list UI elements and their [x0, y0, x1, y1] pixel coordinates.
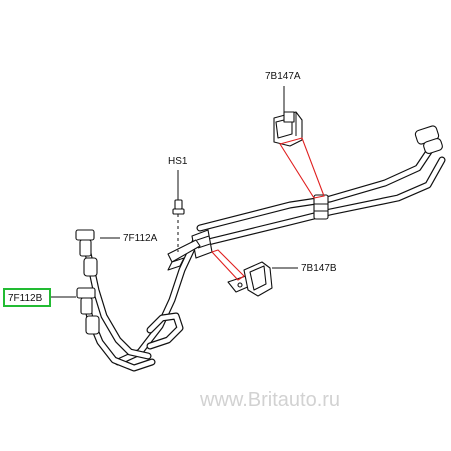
- black-leader-lines: [50, 86, 298, 298]
- callout-7f112b-highlight: [3, 288, 51, 307]
- pipe-clip-a: [313, 194, 329, 220]
- watermark: www.Britauto.ru: [199, 389, 340, 411]
- bracket-7b147b: [227, 261, 273, 297]
- fitting-7f112b: [76, 287, 100, 335]
- pipe-end-fitting: [414, 125, 443, 154]
- callout-hs1: HS1: [168, 156, 188, 167]
- pipe-assembly: [80, 143, 446, 372]
- leader-7b147b-red: [211, 249, 245, 281]
- callout-7f112a: 7F112A: [123, 233, 158, 244]
- red-leader-lines: [211, 137, 325, 281]
- leader-7b147a-red: [279, 137, 325, 199]
- callout-7f112b[interactable]: 7F112B: [8, 293, 43, 304]
- fitting-7f112a: [75, 229, 98, 277]
- callout-7b147a: 7B147A: [265, 71, 301, 82]
- callout-7f112b-group[interactable]: 7F112B: [3, 288, 51, 307]
- callout-7b147b: 7B147B: [301, 263, 337, 274]
- bracket-7b147a: [273, 111, 303, 147]
